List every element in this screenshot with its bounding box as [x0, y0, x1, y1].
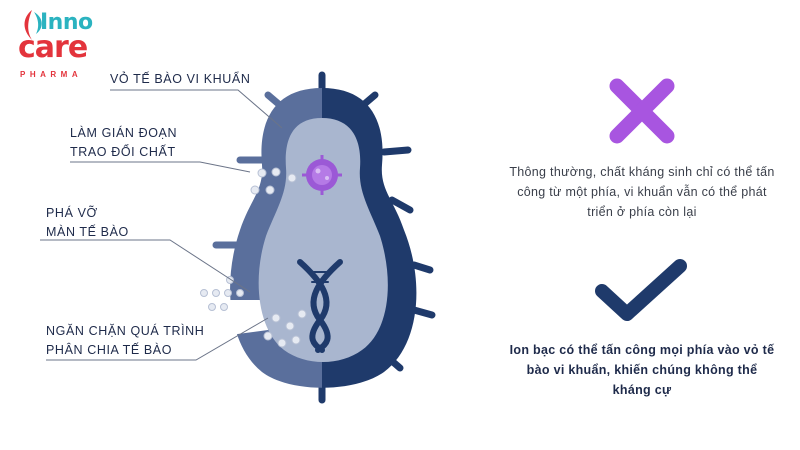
dna-icon [297, 259, 343, 353]
logo-text-inno: Inno [40, 10, 93, 35]
label-metabolism: LÀM GIÁN ĐOẠN TRAO ĐỔI CHẤT [70, 126, 178, 159]
logo-text-pharma: PHARMA [20, 70, 83, 79]
logo-text-care: care [18, 30, 88, 65]
label-membrane: PHÁ VỠ MÀN TẾ BÀO [46, 206, 129, 239]
cross-icon [609, 78, 675, 144]
label-division: NGĂN CHẶN QUÁ TRÌNH PHÂN CHIA TẾ BÀO [46, 324, 205, 357]
metabolism-organelle [302, 155, 342, 195]
brand-logo: Inno care PHARMA [10, 8, 100, 88]
label-cell-wall: VỎ TẾ BÀO VI KHUẨN [110, 72, 251, 86]
logo-leaf-icon [24, 10, 42, 40]
cross-explanation: Thông thường, chất kháng sinh chỉ có thể… [509, 165, 775, 219]
leader-lines [40, 89, 283, 361]
check-explanation: Ion bạc có thể tấn công mọi phía vào vỏ … [509, 343, 775, 397]
silver-ions [200, 167, 307, 348]
check-icon [595, 259, 687, 321]
